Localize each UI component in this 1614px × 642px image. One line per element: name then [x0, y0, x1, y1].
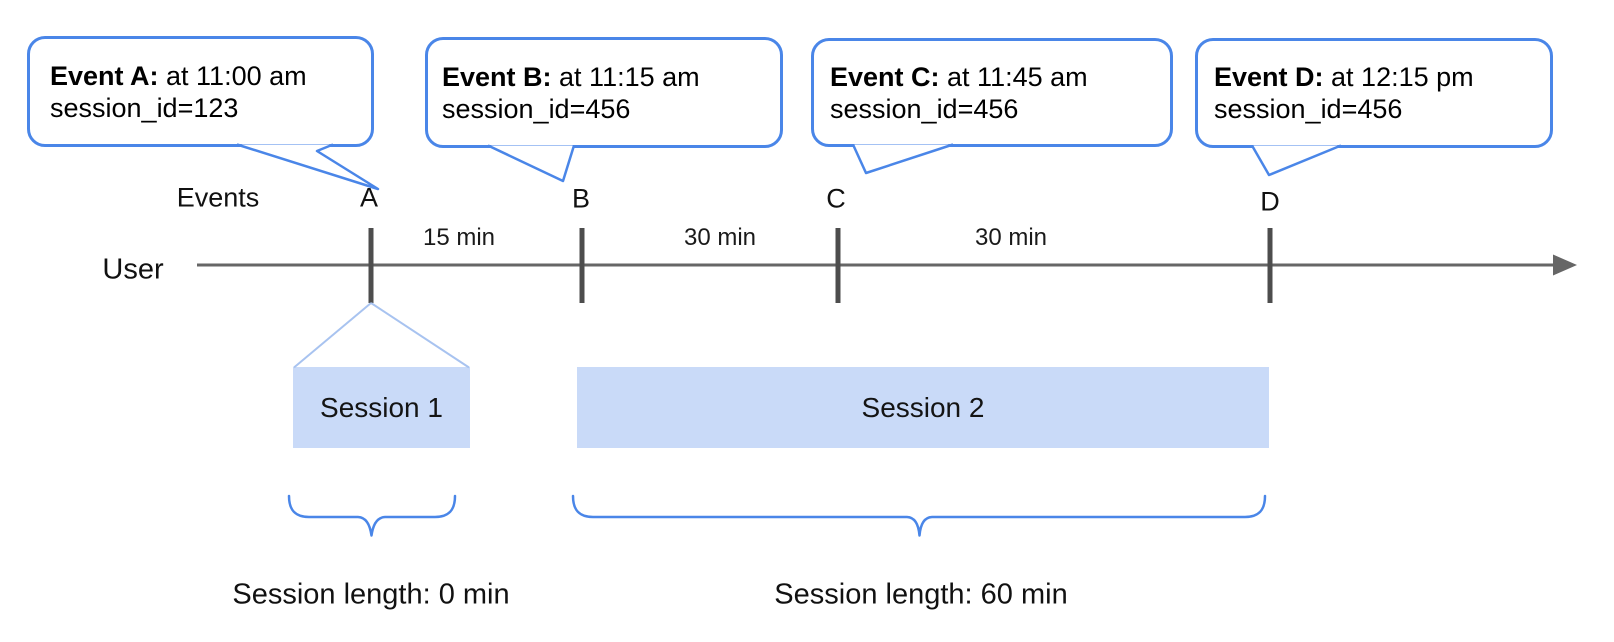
- event-c-callout: Event C: at 11:45 am session_id=456: [811, 38, 1173, 147]
- event-marker-label-b: B: [571, 183, 591, 214]
- event-d-callout: Event D: at 12:15 pm session_id=456: [1195, 38, 1553, 148]
- callout-b-title: Event B:: [442, 61, 552, 92]
- callout-a-line1: Event A: at 11:00 am: [50, 60, 357, 92]
- callout-c-session-id: session_id=456: [830, 93, 1019, 124]
- callout-c-title: Event C:: [830, 61, 940, 92]
- session-1-funnel-left-line: [293, 302, 372, 369]
- event-marker-label-d: D: [1260, 186, 1280, 217]
- event-d-callout-tail: [1250, 144, 1342, 177]
- session-2-length-label: Session length: 60 min: [774, 578, 1068, 611]
- callout-a-title: Event A:: [50, 60, 159, 91]
- callout-b-session-id: session_id=456: [442, 93, 631, 124]
- session-1-funnel-right-line: [370, 302, 470, 369]
- session-1-brace: [287, 494, 457, 537]
- callout-d-time: at 12:15 pm: [1323, 62, 1474, 92]
- callout-a-session-id: session_id=123: [50, 92, 239, 123]
- event-b-callout: Event B: at 11:15 am session_id=456: [425, 37, 783, 148]
- user-axis-label: User: [102, 253, 164, 286]
- callout-c-line1: Event C: at 11:45 am: [830, 61, 1156, 93]
- interval-label-b-c: 30 min: [683, 224, 757, 251]
- event-c-callout-tail: [851, 143, 954, 175]
- callout-d-session-id: session_id=456: [1214, 94, 1403, 124]
- session-1-label: Session 1: [320, 391, 443, 423]
- callout-d-line1: Event D: at 12:15 pm: [1214, 61, 1536, 93]
- callout-d-title: Event D:: [1214, 62, 1324, 92]
- timeline-arrowhead-icon: [1553, 254, 1577, 276]
- callout-b-line1: Event B: at 11:15 am: [442, 61, 766, 93]
- event-a-callout: Event A: at 11:00 am session_id=123: [27, 36, 374, 147]
- callout-a-time: at 11:00 am: [158, 60, 307, 91]
- session-1-length-label: Session length: 0 min: [232, 578, 510, 611]
- session-2-box: Session 2: [577, 367, 1269, 448]
- interval-label-c-d: 30 min: [974, 224, 1048, 251]
- session-2-brace: [571, 494, 1267, 537]
- events-axis-label: Events: [176, 182, 260, 213]
- session-2-label: Session 2: [861, 391, 985, 423]
- session-1-box: Session 1: [293, 367, 470, 448]
- callout-b-time: at 11:15 am: [551, 61, 700, 92]
- event-b-callout-tail: [487, 144, 576, 183]
- interval-label-a-b: 15 min: [422, 224, 496, 251]
- event-marker-label-a: A: [359, 182, 379, 213]
- callout-c-time: at 11:45 am: [939, 61, 1088, 92]
- event-marker-label-c: C: [826, 183, 846, 214]
